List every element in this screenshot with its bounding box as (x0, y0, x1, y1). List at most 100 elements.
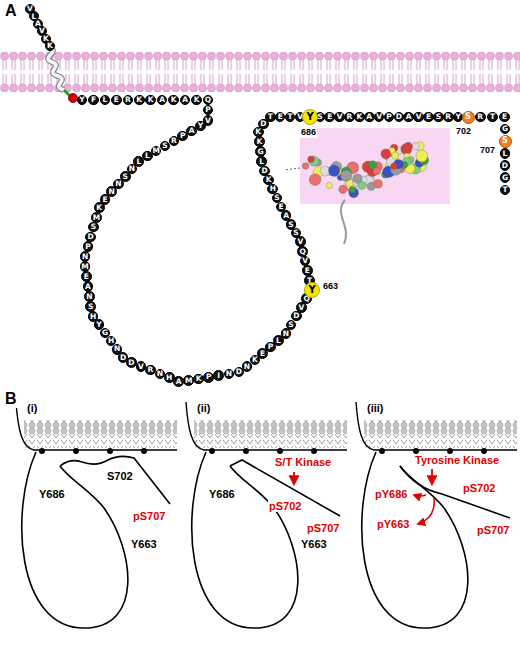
residue-bead: A (83, 281, 94, 292)
residue-bead: P (384, 112, 395, 123)
residue-bead: E (302, 265, 313, 276)
residue-letter: Y (306, 112, 313, 122)
residue-bead: V (374, 112, 385, 123)
residue-bead: R (443, 112, 454, 123)
residue-bead: S (286, 320, 297, 331)
subpanel-label: (ii) (196, 402, 211, 414)
subpanel-label: (iii) (366, 402, 385, 414)
residue-bead: K (45, 41, 55, 51)
residue-letter: E (260, 350, 265, 358)
residue-letter: N (283, 330, 289, 338)
residue-number: 686 (300, 128, 317, 138)
residue-letter: A (176, 378, 182, 386)
residue-letter: V (299, 304, 305, 312)
residue-letter: L (503, 150, 508, 158)
residue-letter: D (502, 162, 508, 170)
panel-letter: B (4, 390, 18, 408)
residue-letter: G (257, 148, 263, 156)
residue-bead: A (180, 95, 191, 106)
residue-bead: E (275, 112, 286, 123)
residue-letter: E (279, 203, 284, 211)
residue-letter: Y (455, 113, 460, 121)
residue-letter: D (260, 120, 266, 128)
residue-letter: D (262, 167, 268, 175)
residue-letter: S (288, 321, 293, 329)
residue-bead: L (100, 95, 111, 106)
residue-letter: K (96, 204, 102, 212)
site-label: Y663 (130, 538, 158, 550)
residue-bead: S (462, 111, 475, 124)
lipid-bilayer (0, 52, 520, 92)
residue-letter: V (297, 238, 303, 246)
residue-bead: S (88, 222, 99, 233)
residue-letter: P (386, 113, 392, 121)
residue-letter: S (123, 173, 128, 181)
residue-bead: T (487, 112, 498, 123)
residue-bead: T (265, 112, 276, 123)
residue-letter: K (266, 176, 272, 184)
residue-letter: E (278, 113, 283, 121)
residue-letter: S (288, 221, 293, 229)
residue-bead: R (475, 112, 486, 123)
residue-letter: E (84, 273, 89, 281)
residue-bead: R (123, 95, 134, 106)
residue-letter: V (138, 363, 144, 371)
residue-letter: D (236, 368, 242, 376)
residue-bead: M (183, 375, 194, 386)
residue-letter: S (91, 223, 96, 231)
residue-bead: D (259, 166, 270, 177)
residue-bead: S (499, 135, 512, 148)
site-label: S702 (106, 470, 134, 482)
residue-letter: K (136, 96, 142, 104)
residue-letter: P (268, 343, 274, 351)
residue-bead: Q (203, 95, 214, 106)
residue-bead: K (254, 136, 265, 147)
residue-letter: P (85, 243, 91, 251)
residue-number: 702 (455, 127, 472, 137)
residue-letter: E (102, 196, 107, 204)
residue-letter: Y (96, 321, 101, 329)
residue-letter: D (88, 233, 94, 241)
residue-letter: V (337, 113, 343, 121)
residue-letter: N (129, 165, 135, 173)
residue-letter: S (274, 194, 279, 202)
residue-bead: S (160, 141, 171, 152)
structure-tail (341, 200, 346, 244)
site-label: Y686 (38, 488, 66, 500)
residue-letter: E (305, 267, 310, 275)
residue-bead: L (500, 148, 511, 159)
residue-number: 707 (479, 146, 496, 156)
residue-letter: Q (205, 96, 211, 104)
helix-ribbon (48, 48, 64, 90)
residue-letter: R (347, 113, 353, 121)
residue-letter: Q (300, 248, 306, 256)
residue-bead: G (255, 146, 266, 157)
structure-atoms (302, 142, 428, 198)
residue-letter: N (82, 253, 88, 261)
model-panel (16, 402, 177, 628)
residue-letter: M (152, 147, 159, 155)
residue-letter: T (268, 113, 273, 121)
residue-letter: S (293, 229, 298, 237)
site-label: pS707 (132, 510, 166, 522)
residue-letter: V (205, 117, 211, 125)
residue-bead: V (295, 236, 306, 247)
residue-letter: N (86, 293, 92, 301)
residue-letter: N (226, 370, 232, 378)
site-label: pS702 (462, 482, 496, 494)
residue-letter: A (366, 113, 372, 121)
residue-letter: N (109, 188, 115, 196)
residue-letter: R (125, 96, 131, 104)
residue-letter: H (108, 337, 114, 345)
residue-letter: Y (308, 285, 315, 295)
model-panel (186, 402, 347, 628)
residue-bead: N (84, 291, 95, 302)
residue-bead: E (111, 95, 122, 106)
residue-letter: S (465, 113, 471, 121)
residue-bead: A (364, 112, 375, 123)
residue-letter: D (128, 359, 134, 367)
residue-letter: L (276, 337, 281, 345)
residue-letter: K (356, 113, 362, 121)
residue-bead: T (285, 112, 296, 123)
residue-letter: L (145, 152, 150, 160)
